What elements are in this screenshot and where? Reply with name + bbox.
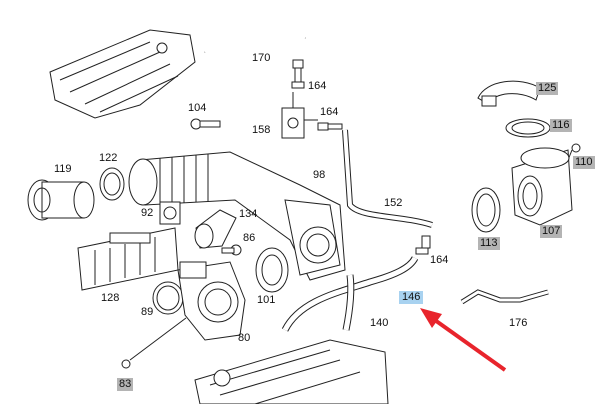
screw-86 bbox=[221, 244, 242, 256]
sensor-164-top bbox=[291, 59, 305, 89]
screw-83 bbox=[121, 317, 187, 369]
label-104: 104 bbox=[188, 102, 207, 114]
label-98: 98 bbox=[313, 169, 326, 181]
label-164-top: 164 bbox=[308, 80, 327, 92]
label-158: 158 bbox=[252, 124, 271, 136]
label-107: 107 bbox=[540, 225, 563, 238]
air-mass-meter-119 bbox=[27, 179, 95, 221]
label-170: 170 bbox=[252, 52, 271, 64]
label-134: 134 bbox=[239, 208, 258, 220]
clamp-122 bbox=[99, 167, 125, 201]
label-119: 119 bbox=[54, 163, 72, 175]
label-101: 101 bbox=[257, 294, 276, 306]
screw-104 bbox=[190, 118, 221, 130]
sensor-164-mid bbox=[317, 122, 343, 131]
label-110: 110 bbox=[573, 156, 595, 169]
valve-158 bbox=[281, 92, 318, 139]
clamp-ring-101 bbox=[255, 247, 289, 293]
label-152: 152 bbox=[384, 197, 403, 209]
label-116: 116 bbox=[550, 119, 572, 132]
label-164-mid: 164 bbox=[320, 106, 339, 118]
label-113: 113 bbox=[478, 237, 500, 250]
label-125: 125 bbox=[536, 82, 559, 95]
intake-duct-98 bbox=[128, 151, 346, 281]
clamp-113 bbox=[471, 187, 501, 233]
label-164-right: 164 bbox=[430, 254, 449, 266]
resonator-128 bbox=[77, 227, 179, 291]
label-128: 128 bbox=[101, 292, 120, 304]
label-122: 122 bbox=[99, 152, 118, 164]
housing-107 bbox=[511, 147, 573, 226]
throttle-body-80 bbox=[177, 261, 246, 341]
red-pointer-arrow bbox=[420, 308, 507, 372]
label-176: 176 bbox=[509, 317, 528, 329]
label-86: 86 bbox=[243, 232, 256, 244]
label-80: 80 bbox=[238, 332, 251, 344]
clamp-116 bbox=[505, 118, 551, 138]
label-83: 83 bbox=[117, 378, 134, 391]
label-89: 89 bbox=[141, 306, 154, 318]
sensor-164-right bbox=[415, 235, 431, 255]
intake-manifold-top bbox=[49, 29, 196, 119]
label-92: 92 bbox=[141, 207, 154, 219]
part-92 bbox=[159, 201, 181, 225]
elbow-134 bbox=[194, 209, 237, 249]
label-146: 146 bbox=[399, 291, 424, 304]
intake-manifold-bottom bbox=[194, 339, 389, 404]
clamp-125 bbox=[477, 80, 541, 107]
label-140: 140 bbox=[370, 317, 389, 329]
